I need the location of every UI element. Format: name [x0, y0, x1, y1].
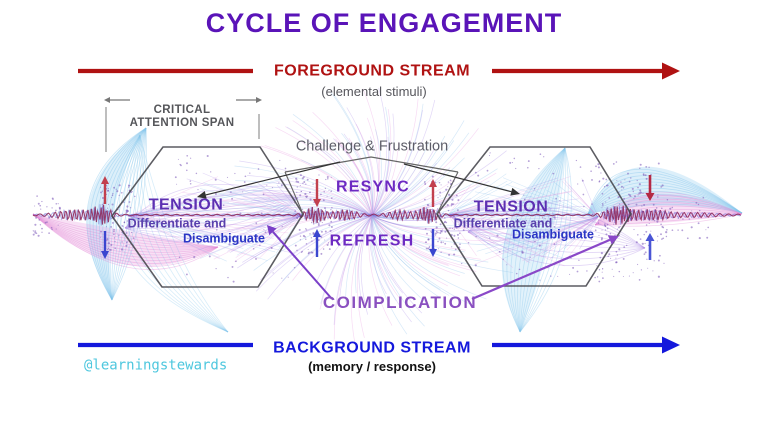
background-stream-sublabel: (memory / response) — [308, 359, 436, 375]
challenge-frustration-label: Challenge & Frustration — [295, 138, 449, 155]
coimplication-right-arrow-icon — [607, 235, 619, 245]
up-arrow-icon — [313, 229, 321, 237]
coimplication-left-arrow-icon — [267, 225, 277, 236]
tension-left-line2: Disambiguate — [183, 231, 265, 246]
critical-attention-span-label: CRITICAL ATTENTION SPAN — [129, 104, 235, 129]
tension-left-title: TENSION — [148, 196, 224, 214]
tension-right-line1: Differentiate and — [453, 216, 553, 231]
stimuli-waveform — [32, 204, 742, 225]
down-arrow-icon — [429, 249, 437, 257]
down-arrow-icon — [101, 251, 109, 259]
up-arrow-icon — [429, 179, 437, 187]
down-arrow-icon — [313, 199, 321, 207]
span-right-arrow-icon — [256, 97, 262, 103]
wave-wash — [588, 166, 742, 214]
resync-label: RESYNC — [336, 178, 410, 196]
coimplication-label: COIMPLICATION — [322, 293, 478, 313]
refresh-label: REFRESH — [329, 232, 415, 250]
background-stream-label: BACKGROUND STREAM — [273, 339, 471, 357]
foreground-stream-sublabel: (elemental stimuli) — [321, 84, 427, 100]
tension-left-line1: Differentiate and — [127, 216, 227, 231]
wave-wash — [86, 128, 146, 300]
up-arrow-icon — [101, 176, 109, 184]
attention-hexagon — [436, 146, 632, 287]
page-title: CYCLE OF ENGAGEMENT — [205, 7, 563, 38]
tension-right-pointer-icon — [510, 187, 520, 196]
up-arrow-icon — [645, 233, 655, 241]
watermark-handle: @learningstewards — [84, 357, 228, 374]
tension-right-line2: Disambiguate — [512, 227, 594, 242]
foreground-stream-label: FOREGROUND STREAM — [273, 62, 471, 80]
down-arrow-icon — [645, 193, 655, 201]
tension-right-title: TENSION — [473, 198, 549, 216]
foreground-arrowhead-icon — [662, 62, 680, 80]
background-arrowhead-icon — [662, 336, 680, 354]
span-left-arrow-icon — [104, 97, 110, 103]
wave-wash — [33, 214, 218, 267]
tension-left-pointer-icon — [197, 191, 207, 199]
